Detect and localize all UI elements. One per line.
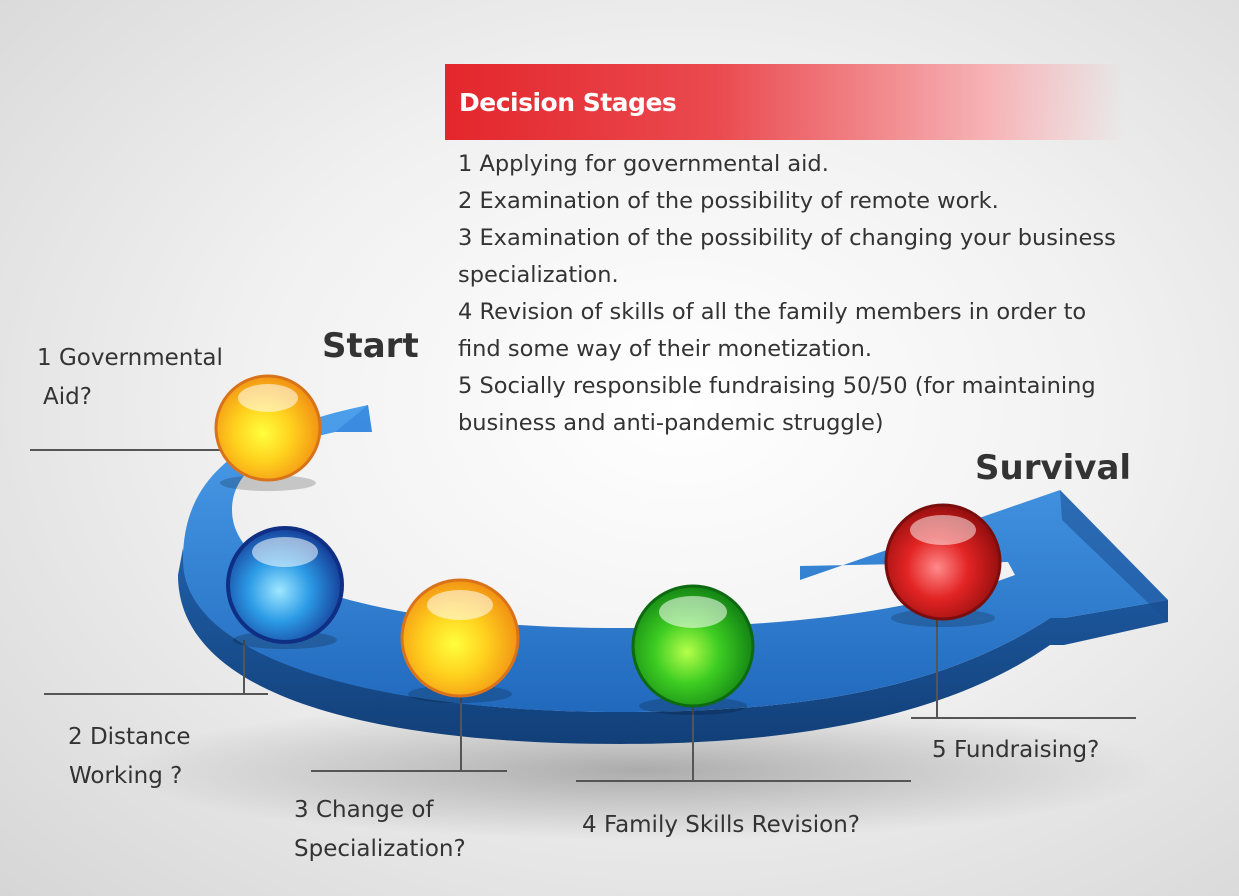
- ball-1-orange: [214, 374, 322, 491]
- leader-lines: [30, 449, 1136, 782]
- stage-list: 1 Applying for governmental aid. 2 Exami…: [458, 146, 1218, 442]
- ball-4-green: [631, 584, 755, 715]
- stage-1-line-1: 1 Applying for governmental aid.: [458, 151, 829, 177]
- node-1-line-2: Aid?: [43, 384, 92, 410]
- stage-5-line-2: business and anti-pandemic struggle): [458, 410, 884, 436]
- ball-2-blue: [226, 526, 344, 649]
- arrow-shadow: [120, 700, 1160, 840]
- stage-4-line-1: 4 Revision of skills of all the family m…: [458, 299, 1087, 325]
- stage-2-line-1: 2 Examination of the possibility of remo…: [458, 188, 999, 214]
- ball-5-red: [884, 503, 1002, 627]
- node-label-5: 5 Fundraising?: [932, 731, 1099, 770]
- arrow-head-side: [1060, 490, 1168, 622]
- stage-3-line-2: specialization.: [458, 262, 619, 288]
- node-2-line-2: Working ?: [69, 763, 183, 789]
- header-title: Decision Stages: [459, 88, 677, 117]
- node-label-3: 3 Change of Specialization?: [294, 791, 466, 869]
- node-1-line-1: 1 Governmental: [37, 345, 223, 371]
- survival-label: Survival: [975, 448, 1132, 488]
- stage-5-line-1: 5 Socially responsible fundraising 50/50…: [458, 373, 1096, 399]
- stage-4-line-2: find some way of their monetization.: [458, 336, 873, 362]
- stage-3-line-1: 3 Examination of the possibility of chan…: [458, 225, 1116, 251]
- node-label-4: 4 Family Skills Revision?: [582, 806, 860, 845]
- arrow-side: [178, 548, 1168, 744]
- node-3-line-1: 3 Change of: [294, 797, 434, 823]
- node-3-line-2: Specialization?: [294, 836, 466, 862]
- node-5-line-1: 5 Fundraising?: [932, 737, 1100, 763]
- node-label-2: 2 Distance Working ?: [68, 718, 191, 796]
- ball-3-orange: [400, 578, 520, 703]
- node-label-1: 1 Governmental Aid?: [37, 339, 223, 417]
- node-4-line-1: 4 Family Skills Revision?: [582, 812, 860, 838]
- header-bar: [445, 64, 1125, 140]
- start-label: Start: [322, 326, 419, 366]
- node-2-line-1: 2 Distance: [68, 724, 191, 750]
- arrow-tail-top: [335, 405, 372, 432]
